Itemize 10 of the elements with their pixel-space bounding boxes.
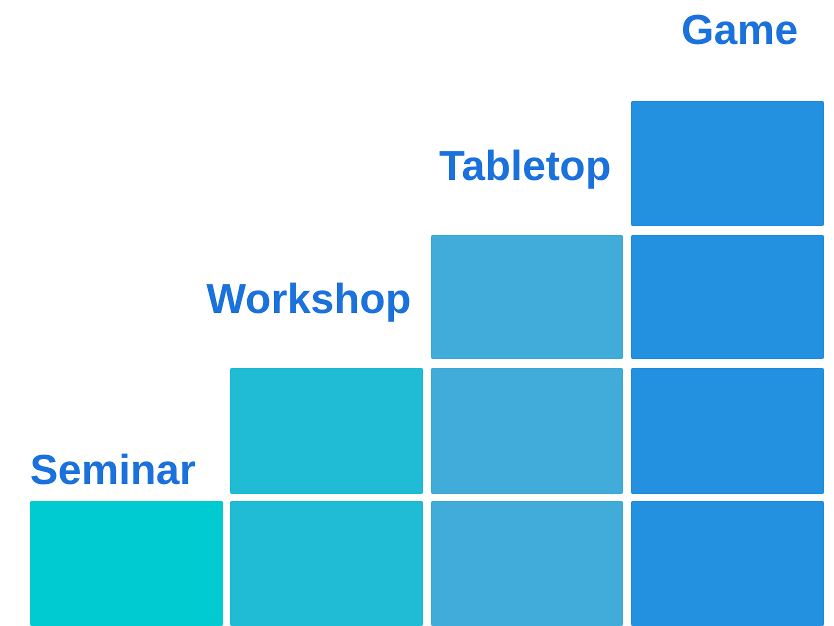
step-label: Tabletop: [439, 145, 611, 187]
step-block: [631, 368, 824, 494]
step-block: [431, 368, 623, 494]
step-block: [230, 501, 423, 626]
step-label: Seminar: [30, 449, 196, 491]
step-block: [631, 501, 824, 626]
step-block: [631, 235, 824, 359]
step-label: Game: [681, 9, 798, 51]
step-label: Workshop: [206, 278, 411, 320]
step-block: [431, 501, 623, 626]
